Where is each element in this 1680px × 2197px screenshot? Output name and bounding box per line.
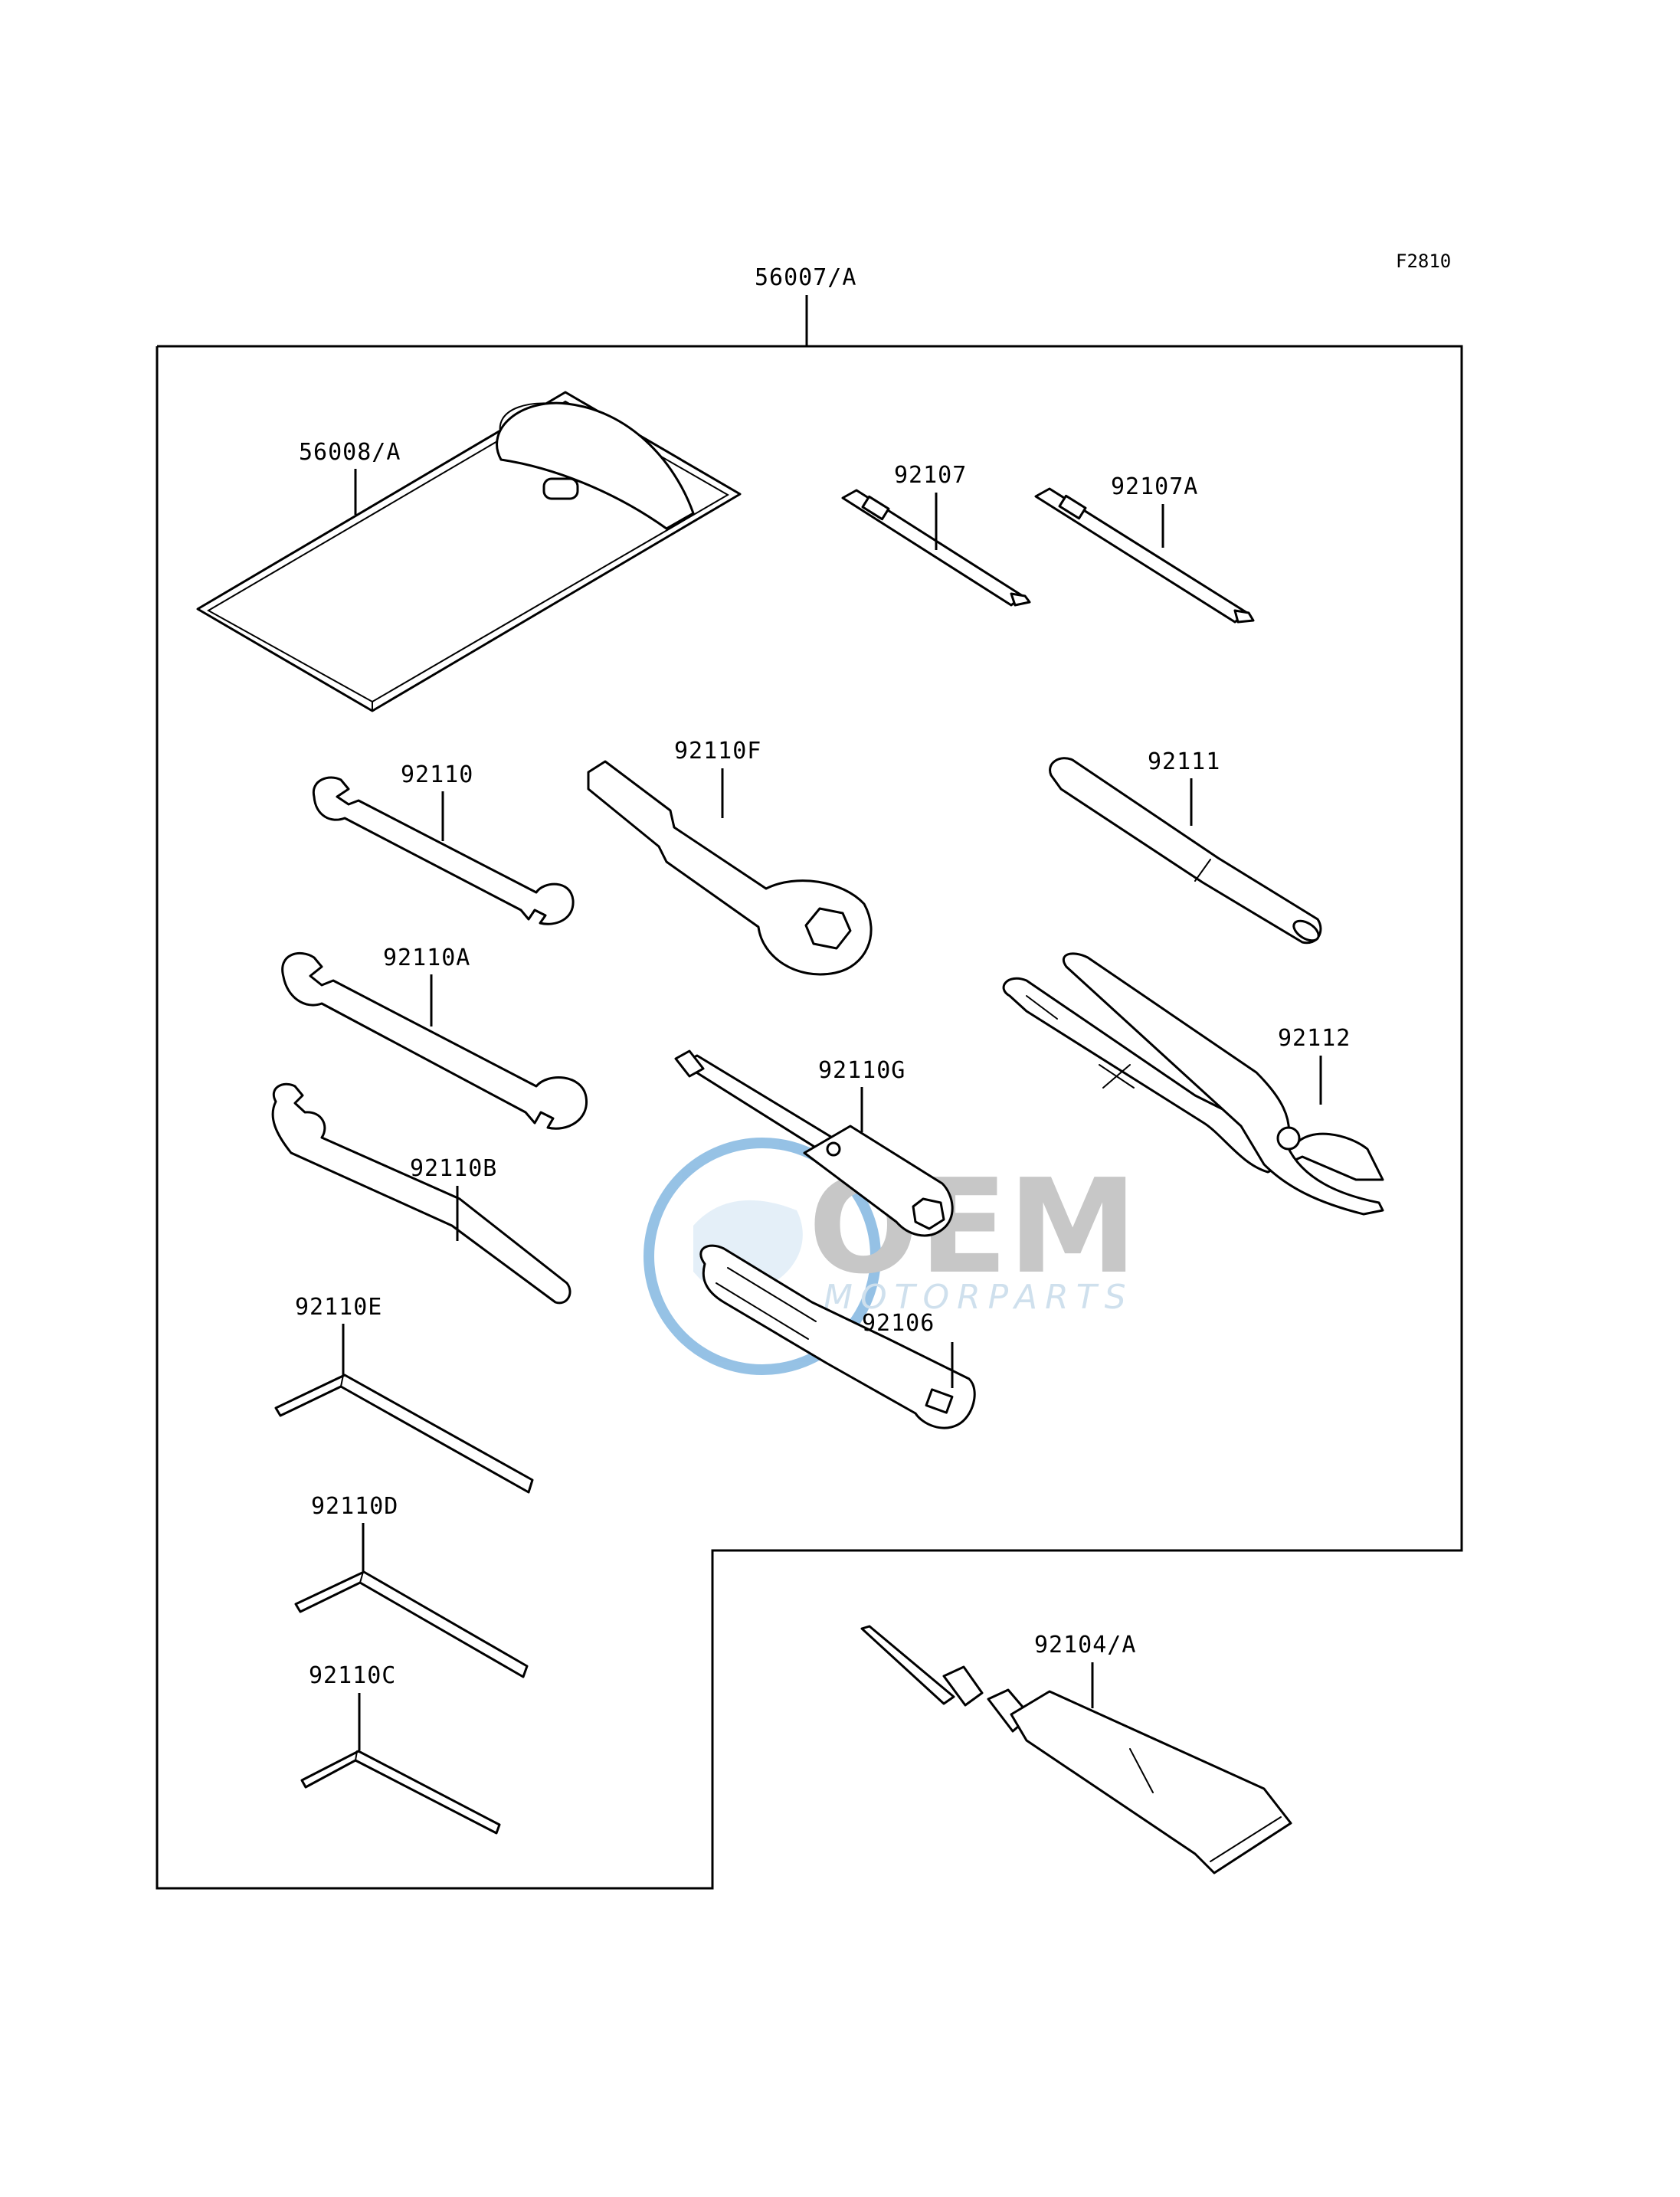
label-92110c: 92110C <box>309 1662 396 1689</box>
diagram-code: F2810 <box>1396 250 1451 272</box>
watermark-globe-icon <box>644 1138 881 1375</box>
label-92110b: 92110B <box>410 1155 497 1182</box>
watermark-sub: MOTORPARTS <box>824 1278 1134 1317</box>
wrench-92110a-drawing <box>281 951 588 1130</box>
label-56008: 56008/A <box>299 439 401 466</box>
hex-key-92110e-drawing <box>274 1374 534 1494</box>
wrench-92110-drawing <box>312 776 575 925</box>
label-92110g: 92110G <box>818 1057 905 1084</box>
label-92110a: 92110A <box>383 945 470 971</box>
label-92104: 92104/A <box>1034 1632 1136 1658</box>
pouch-drawing <box>196 391 742 712</box>
wrench-92110f-drawing <box>587 760 873 976</box>
kit-label: 56007/A <box>755 264 856 291</box>
driver-bit-92107a-drawing <box>1034 487 1255 624</box>
hook-wrench-92110b-drawing <box>271 1082 571 1305</box>
label-92107a: 92107A <box>1111 473 1198 500</box>
hex-key-92110c-drawing <box>300 1750 501 1835</box>
driver-bit-92107-drawing <box>841 489 1031 607</box>
pliers-92112-drawing <box>1002 952 1384 1216</box>
label-92106: 92106 <box>862 1310 935 1337</box>
label-92110d: 92110D <box>311 1493 398 1520</box>
hex-key-92110d-drawing <box>294 1570 529 1678</box>
label-92111: 92111 <box>1148 748 1220 775</box>
label-92110f: 92110F <box>674 738 761 765</box>
kit-frame <box>156 345 1463 1890</box>
label-92112: 92112 <box>1278 1025 1351 1052</box>
label-92110e: 92110E <box>295 1294 382 1321</box>
label-92107: 92107 <box>894 462 967 489</box>
grease-92104-drawing <box>860 1625 1292 1874</box>
socket-92110g-drawing <box>674 1049 954 1237</box>
extension-92111-drawing <box>1049 757 1322 945</box>
label-92110: 92110 <box>401 761 473 788</box>
handle-92106-drawing <box>699 1244 976 1429</box>
